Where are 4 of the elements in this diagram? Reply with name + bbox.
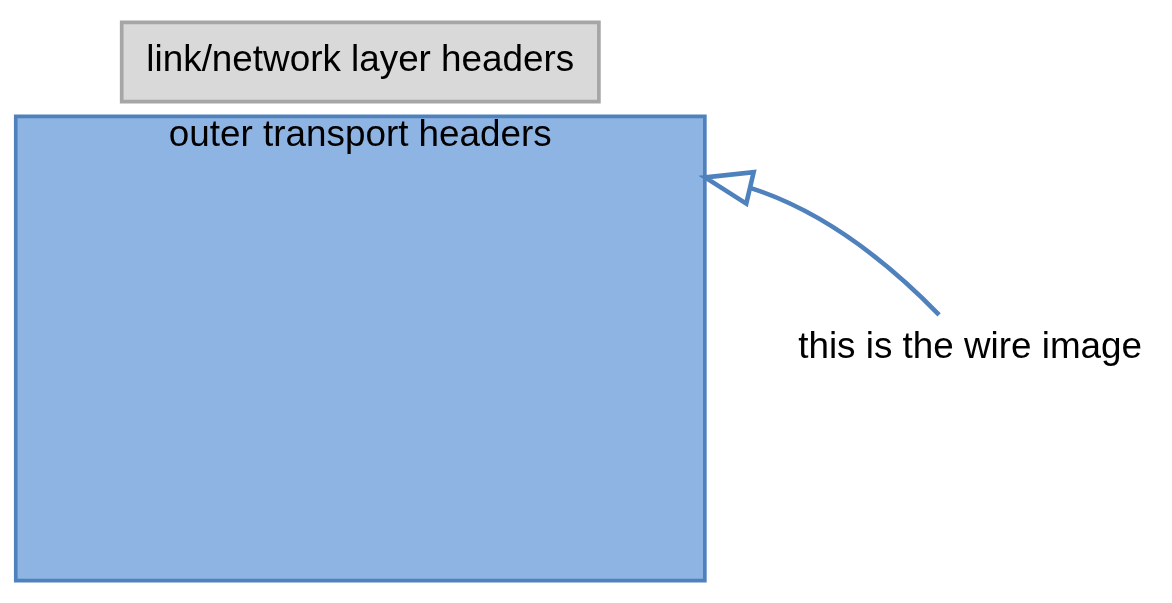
- node-box: link/network layer headers: [119, 20, 601, 104]
- node-box: outer transport headers: [13, 114, 707, 583]
- arrow: [698, 169, 941, 317]
- node-text: this is the wire image: [798, 324, 1143, 366]
